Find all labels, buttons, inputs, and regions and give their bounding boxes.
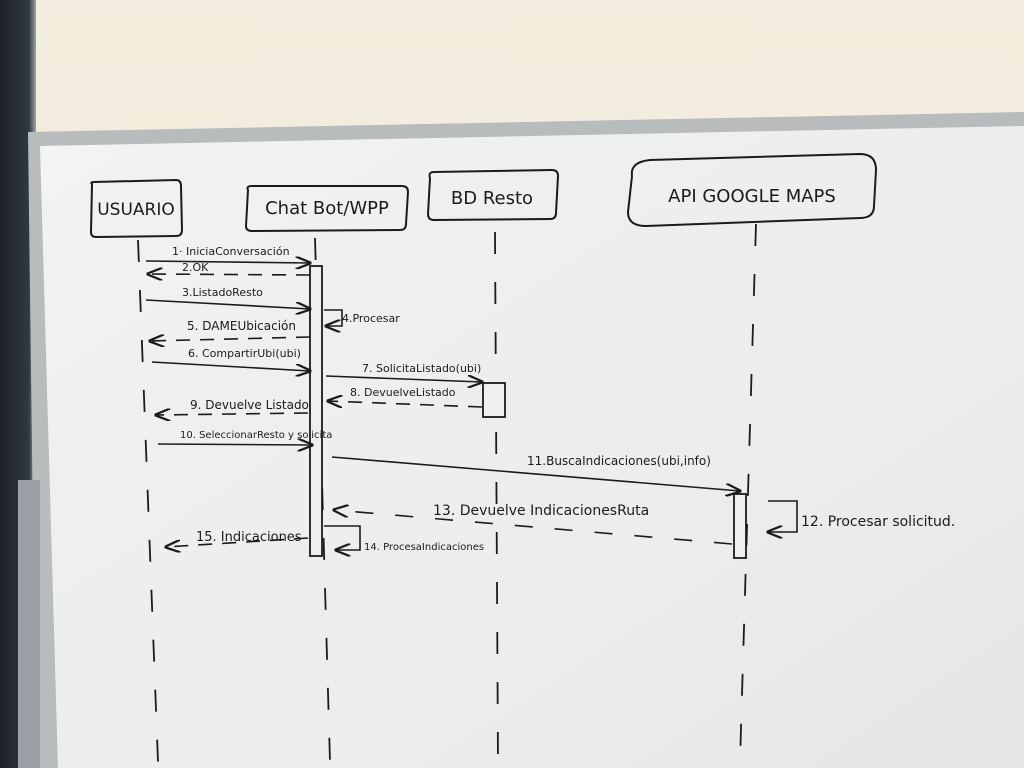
- label-m4: 4.Procesar: [342, 312, 400, 325]
- arrow-m12: [768, 500, 798, 532]
- arrow-m4: [324, 309, 343, 326]
- participant-chatbot-label: Chat Bot/WPP: [265, 198, 389, 219]
- arrow-m11: [331, 456, 740, 491]
- label-m10: 10. SeleccionarResto y solicita: [180, 430, 332, 441]
- participant-bd: BD Resto: [426, 168, 560, 222]
- lifeline-usuario: [137, 239, 159, 763]
- activation-bd: [482, 382, 506, 418]
- label-m6: 6. CompartirUbi(ubi): [188, 347, 301, 360]
- arrow-m5: [150, 337, 311, 341]
- arrow-m8: [328, 401, 483, 407]
- label-m1: 1· IniciaConversación: [172, 245, 290, 258]
- lifeline-api: [739, 223, 757, 763]
- arrow-m14: [324, 525, 361, 550]
- arrow-m3: [145, 299, 310, 309]
- label-m9: 9. Devuelve Listado: [190, 398, 309, 412]
- activation-api: [733, 493, 747, 559]
- participant-bd-label: BD Resto: [451, 188, 533, 209]
- label-m13: 13. Devuelve IndicacionesRuta: [433, 503, 649, 519]
- lifeline-bd: [494, 231, 499, 763]
- marker-tray: [18, 480, 40, 768]
- message-arrows: [145, 261, 798, 550]
- participant-api: API GOOGLE MAPS: [626, 152, 878, 228]
- participant-chatbot: Chat Bot/WPP: [244, 185, 410, 233]
- participant-usuario-label: USUARIO: [97, 200, 175, 220]
- label-m5: 5. DAMEUbicación: [187, 319, 296, 333]
- arrow-m10: [157, 444, 312, 445]
- label-m3: 3.ListadoResto: [182, 286, 263, 299]
- label-m2: 2.OK: [182, 261, 209, 274]
- activations: [309, 265, 747, 559]
- arrow-m6: [151, 361, 310, 371]
- arrow-m9: [156, 413, 309, 415]
- activation-chatbot: [309, 265, 323, 557]
- label-m14: 14. ProcesaIndicaciones: [364, 542, 484, 553]
- label-m7: 7. SolicitaListado(ubi): [362, 362, 481, 375]
- participant-usuario: USUARIO: [89, 178, 184, 239]
- participant-api-label: API GOOGLE MAPS: [668, 186, 836, 207]
- label-m8: 8. DevuelveListado: [350, 386, 456, 399]
- arrow-m2: [148, 274, 311, 275]
- arrow-m13: [334, 510, 733, 545]
- arrow-m1: [145, 261, 310, 263]
- label-m12: 12. Procesar solicitud.: [801, 514, 955, 530]
- arrow-m7: [325, 376, 482, 382]
- board-sheen: [40, 126, 1024, 768]
- label-m15: 15. Indicaciones: [196, 530, 302, 545]
- label-m11: 11.BuscaIndicaciones(ubi,info): [527, 454, 711, 468]
